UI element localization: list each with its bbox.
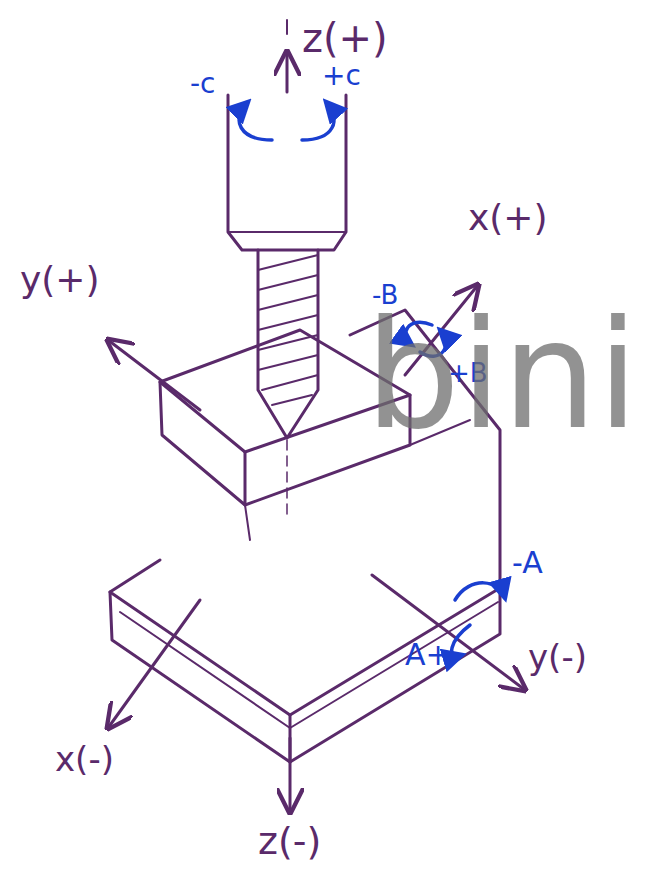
- watermark: bini: [365, 300, 639, 450]
- a-rotation-arrow: [452, 625, 470, 656]
- axis-label: x(+): [468, 200, 548, 236]
- rotation-label: +c: [322, 62, 361, 90]
- drill: [258, 250, 318, 438]
- c-rotation-arrow: [302, 102, 334, 140]
- y-plus-axis: [108, 340, 200, 410]
- axis-label: z(+): [302, 18, 388, 58]
- axis-label: y(-): [528, 640, 587, 674]
- rotation-label: A+: [405, 640, 451, 670]
- axis-label: z(-): [258, 822, 321, 860]
- axis-label: x(-): [55, 742, 114, 776]
- a-rotation-arrow: [455, 583, 505, 600]
- y-minus-axis: [372, 575, 525, 690]
- x-minus-axis: [108, 600, 200, 728]
- rotation-label: -A: [512, 548, 543, 578]
- rotation-label: -c: [190, 70, 216, 98]
- spindle: [228, 95, 346, 250]
- c-rotation-arrow: [239, 102, 272, 140]
- axis-label: y(+): [20, 262, 100, 298]
- z-axis: [286, 52, 289, 92]
